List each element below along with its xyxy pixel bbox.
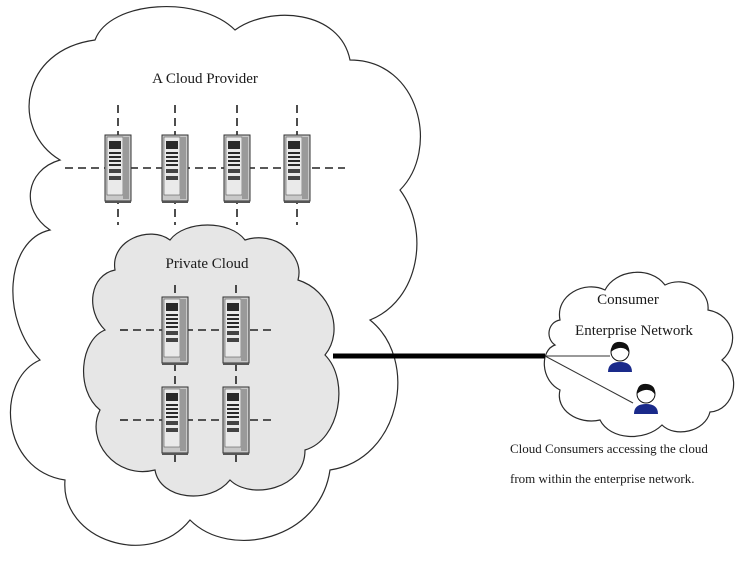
server-icon <box>223 134 251 204</box>
consumer-cloud-outline <box>543 271 735 437</box>
private-cloud-label: Private Cloud <box>166 256 249 272</box>
consumer-network-label: Enterprise Network <box>575 323 693 339</box>
server-icon <box>161 296 189 366</box>
server-icon <box>161 134 189 204</box>
provider-label: A Cloud Provider <box>152 71 258 87</box>
server-icon <box>104 134 132 204</box>
user-connection-line <box>544 355 634 404</box>
private-cloud-shape <box>82 224 340 497</box>
server-icon <box>161 386 189 456</box>
server-icon <box>222 386 250 456</box>
consumer-label: Consumer <box>597 292 659 308</box>
server-icon <box>283 134 311 204</box>
caption-line-2: from within the enterprise network. <box>510 471 694 486</box>
caption-line-1: Cloud Consumers accessing the cloud <box>510 441 708 456</box>
server-icon <box>222 296 250 366</box>
